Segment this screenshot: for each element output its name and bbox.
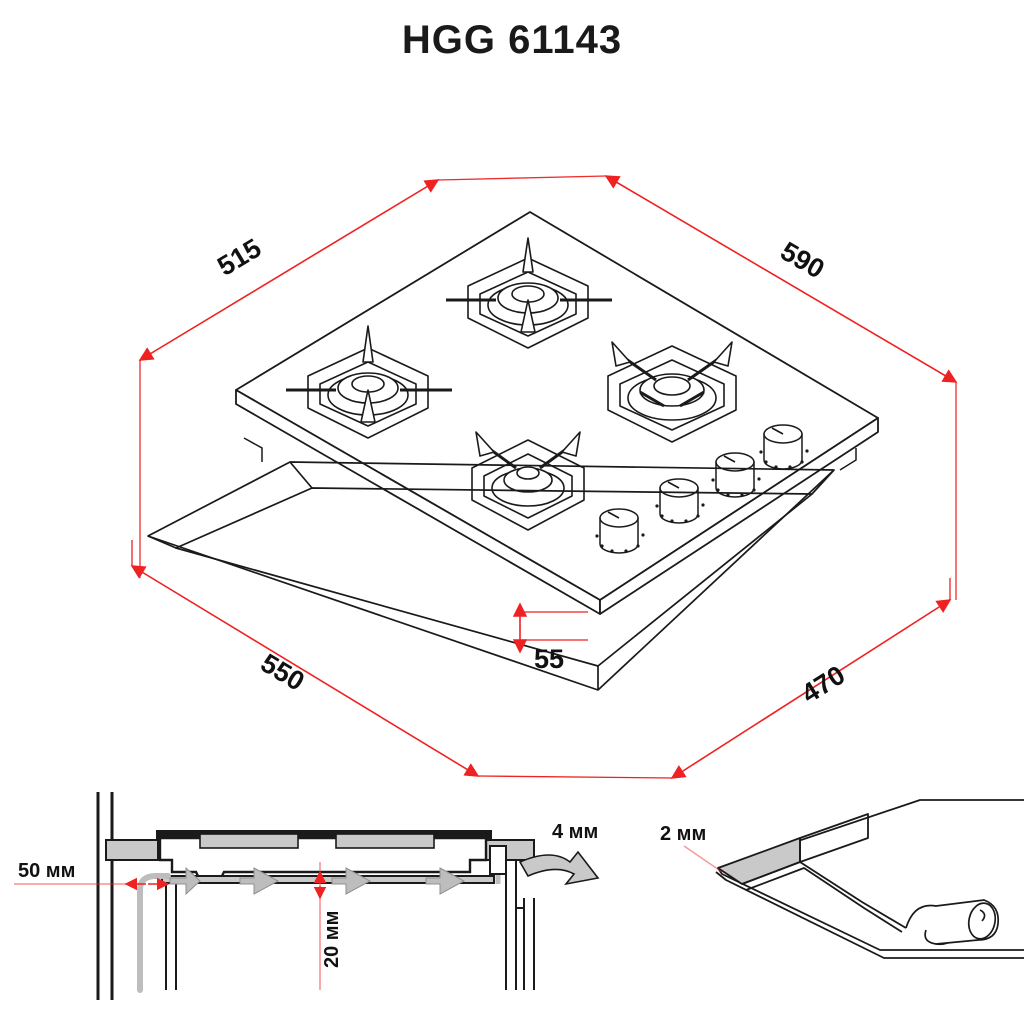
knob-2-flame-marks — [655, 503, 705, 523]
page-title: HGG 61143 — [401, 18, 623, 62]
dim-550-label: 550 — [256, 648, 310, 697]
dim-frame-bottom-guides — [131, 540, 951, 779]
callout-arrow-4mm — [518, 850, 600, 886]
worktop-left-slab — [105, 839, 159, 861]
dim-2mm — [683, 845, 723, 873]
hob-burner-block-1 — [199, 833, 299, 849]
detail-cross-section: 50 мм 20 мм 4 мм — [14, 792, 600, 1000]
dim-550 — [130, 565, 480, 777]
dim-515-label: 515 — [212, 233, 266, 282]
worktop-cutout — [147, 461, 835, 691]
dim-515 — [138, 179, 440, 361]
hob-rim-flange — [243, 437, 857, 471]
control-knob-3[interactable] — [711, 452, 761, 498]
knob-4-flame-marks — [759, 449, 809, 469]
knob-3-flame-marks — [711, 477, 761, 497]
hob-body-side — [235, 389, 879, 615]
control-knob-1[interactable] — [595, 508, 645, 554]
dim-50mm-label: 50 мм — [18, 860, 75, 882]
dim-470-label: 470 — [796, 660, 850, 709]
detail-gasket-seal: 2 мм — [660, 799, 1024, 959]
control-knob-2[interactable] — [655, 478, 705, 524]
dim-2mm-label: 2 мм — [660, 823, 706, 845]
hob-burner-block-2 — [335, 833, 435, 849]
main-isometric-view: 515 590 — [130, 175, 958, 779]
control-knob-4[interactable] — [759, 424, 809, 470]
dim-frame-top-guides — [139, 175, 957, 600]
dim-590 — [604, 175, 958, 383]
gas-pipe — [137, 873, 171, 993]
airflow-arrows — [169, 866, 466, 896]
dim-55-label: 55 — [534, 644, 564, 674]
dim-4mm-label: 4 мм — [552, 821, 598, 843]
dim-55 — [512, 602, 588, 654]
dim-590-label: 590 — [775, 236, 829, 285]
wall-lines — [96, 792, 114, 1000]
knob-1-flame-marks — [595, 533, 645, 553]
hob-glass-top-section — [156, 830, 492, 839]
rolled-gasket-end — [905, 899, 1000, 946]
burner-left — [286, 325, 452, 439]
burner-front — [471, 431, 585, 531]
mounting-clip — [489, 845, 507, 875]
dim-470 — [670, 599, 952, 779]
dim-20mm-label: 20 мм — [321, 911, 343, 968]
burner-rear — [446, 237, 612, 349]
burner-right — [607, 341, 737, 443]
